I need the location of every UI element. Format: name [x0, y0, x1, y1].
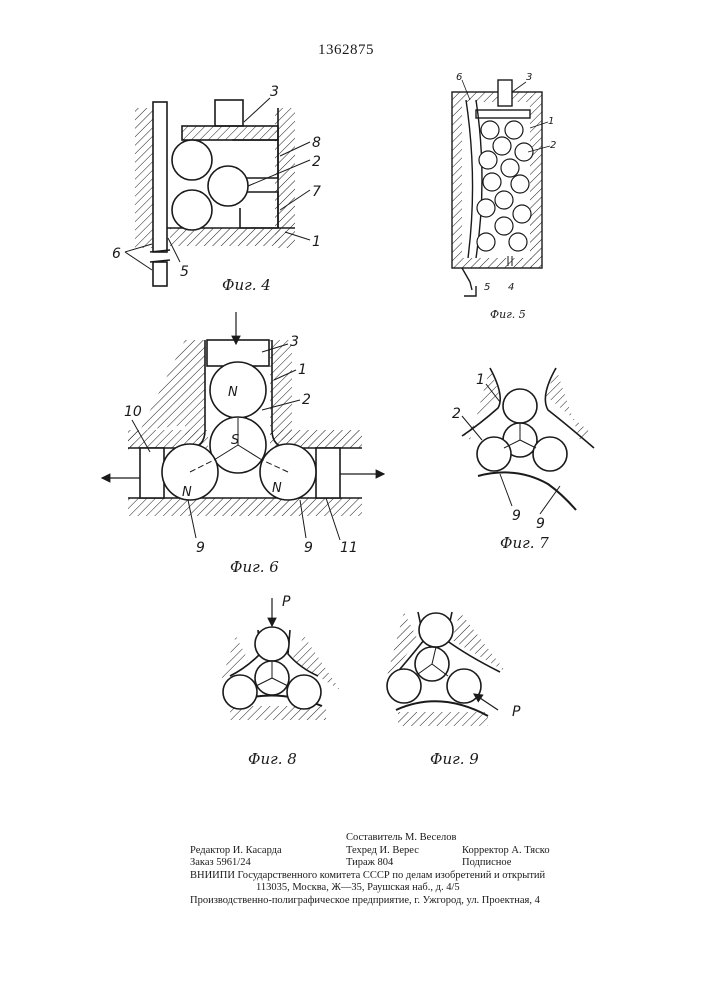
- fig4-label-8: 8: [312, 135, 321, 151]
- fig6-pole-s: S: [231, 433, 239, 448]
- fig9-label-p: P: [512, 704, 521, 720]
- fig4-caption: Фиг. 4: [222, 276, 271, 294]
- figure-8: [220, 627, 340, 720]
- address: 113035, Москва, Ж—35, Раушская наб., д. …: [256, 882, 460, 895]
- figure-9: [386, 612, 506, 726]
- fig7-caption: Фиг. 7: [500, 534, 549, 552]
- printer: Производственно-полиграфическое предприя…: [190, 895, 540, 908]
- fig4-label-2: 2: [312, 154, 321, 170]
- fig5-label-5: 5: [484, 282, 490, 293]
- figure-4: [135, 100, 295, 286]
- fig9-caption: Фиг. 9: [430, 750, 479, 768]
- editor: Редактор И. Касарда: [190, 845, 282, 858]
- order: Заказ 5961/24: [190, 857, 251, 870]
- fig6-label-10: 10: [124, 404, 142, 420]
- fig7-label-9-right: 9: [536, 516, 545, 532]
- fig5-label-2: 2: [550, 140, 556, 151]
- fig8-caption: Фиг. 8: [248, 750, 297, 768]
- fig5-label-1: 1: [548, 116, 554, 127]
- fig4-label-3: 3: [270, 84, 279, 100]
- colophon-row-compiler: Составитель М. Веселов: [190, 832, 590, 845]
- fig6-label-11: 11: [340, 540, 358, 556]
- fig4-label-5: 5: [180, 264, 189, 280]
- fig5-label-4: 4: [508, 282, 514, 293]
- colophon-row-order: Заказ 5961/24 Тираж 804 Подписное: [190, 857, 590, 870]
- institute: ВНИИПИ Государственного комитета СССР по…: [190, 870, 545, 883]
- compiler: Составитель М. Веселов: [346, 832, 456, 845]
- fig6-label-1: 1: [298, 362, 307, 378]
- fig4-label-1: 1: [312, 234, 321, 250]
- print-run: Тираж 804: [346, 857, 393, 870]
- colophon-row-printer: Производственно-полиграфическое предприя…: [190, 895, 590, 908]
- colophon: Составитель М. Веселов Редактор И. Касар…: [190, 832, 590, 907]
- fig7-label-9-left: 9: [512, 508, 521, 524]
- techred: Техред И. Верес: [346, 845, 419, 858]
- figure-6: [128, 340, 362, 516]
- colophon-row-institute: ВНИИПИ Государственного комитета СССР по…: [190, 870, 590, 883]
- fig4-label-7: 7: [312, 184, 321, 200]
- fig8-label-p: P: [282, 594, 291, 610]
- subscription: Подписное: [462, 857, 511, 870]
- fig6-label-9-right: 9: [304, 540, 313, 556]
- fig7-label-1: 1: [476, 372, 485, 388]
- fig4-label-6: 6: [112, 246, 121, 262]
- figure-5: [452, 80, 542, 296]
- fig6-pole-n-left: N: [182, 485, 192, 500]
- figure-7: [460, 368, 594, 510]
- fig6-pole-n-top: N: [228, 385, 238, 400]
- fig6-caption: Фиг. 6: [230, 558, 279, 576]
- fig5-label-6: 6: [456, 72, 462, 83]
- corrector: Корректор А. Тяско: [462, 845, 550, 858]
- fig6-label-3: 3: [290, 334, 299, 350]
- fig5-label-3: 3: [526, 72, 532, 83]
- colophon-row-address: 113035, Москва, Ж—35, Раушская наб., д. …: [190, 882, 590, 895]
- fig6-pole-n-right: N: [272, 481, 282, 496]
- fig7-label-2: 2: [452, 406, 461, 422]
- fig6-label-2: 2: [302, 392, 311, 408]
- fig5-caption: Фиг. 5: [490, 308, 526, 321]
- fig6-label-9-left: 9: [196, 540, 205, 556]
- colophon-row-staff: Редактор И. Касарда Техред И. Верес Корр…: [190, 845, 590, 858]
